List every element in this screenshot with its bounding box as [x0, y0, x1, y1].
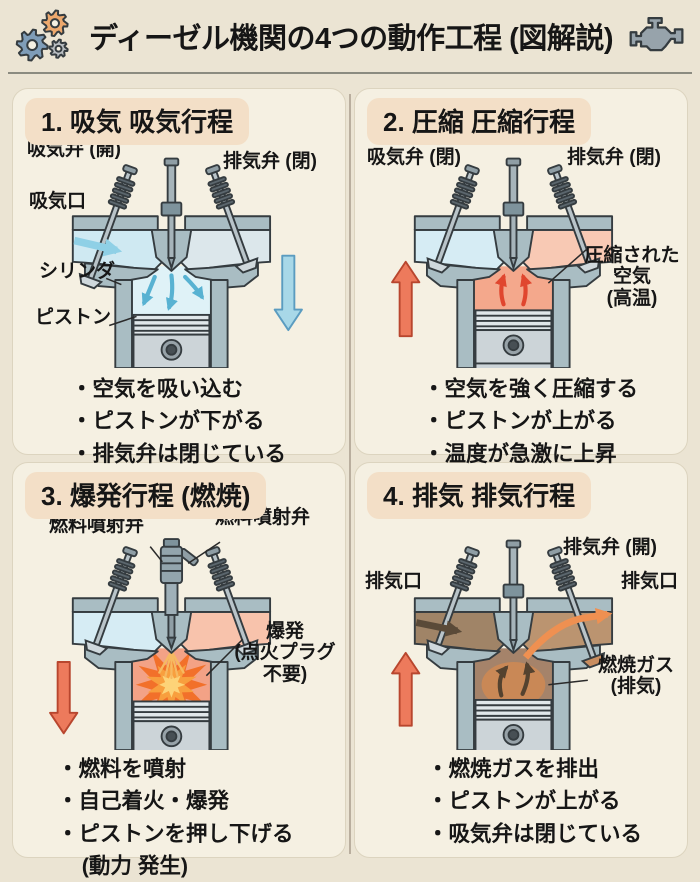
gears-icon — [12, 6, 76, 66]
engine-icon — [626, 14, 688, 58]
exhaust-bullets: ・燃焼ガスを排出 ・ピストンが上がる ・吸気弁は閉じている — [427, 753, 642, 850]
page-title: ディーゼル機関の4つの動作工程 (図解説) — [80, 15, 622, 57]
intake-engine-figure — [47, 151, 305, 368]
compressed-air-label: 圧縮された 空気 (高温) — [579, 245, 685, 309]
header-divider — [8, 72, 692, 74]
bullet-item: ・空気を強く圧縮する — [423, 373, 638, 405]
combustion-bullets: ・燃料を噴射 ・自己着火・爆発 ・ピストンを押し下げる (動力 発生) — [57, 753, 294, 882]
exhaust-valve-closed-label: 排気弁 (閉) — [223, 151, 317, 172]
intake-bullets: ・空気を吸い込む ・ピストンが下がる ・排気弁は閉じている — [71, 373, 286, 470]
intake-port-label: 吸気口 — [29, 191, 86, 212]
bullet-item: ・燃料を噴射 — [57, 753, 294, 785]
bullet-item: ・空気を吸い込む — [71, 373, 286, 405]
panel-intake: 1. 吸気 吸気行程 吸気弁 (開) 排気弁 (閉) 吸気口 シリンダ ピストン… — [12, 88, 346, 455]
panel-intake-title: 1. 吸気 吸気行程 — [25, 98, 249, 145]
bullet-item: ・排気弁は閉じている — [71, 438, 286, 470]
bullet-item: ・ピストンを押し下げる (動力 発生) — [57, 818, 294, 882]
panel-combustion: 3. 爆発行程 (燃焼) 燃料噴射弁 燃料噴射弁 爆発 (点火プラグ 不要) ・… — [12, 462, 346, 858]
bullet-item: ・ピストンが上がる — [423, 405, 638, 437]
bullet-item: ・燃焼ガスを排出 — [427, 753, 642, 785]
header: ディーゼル機関の4つの動作工程 (図解説) — [0, 0, 700, 72]
bullet-item: ・ピストンが上がる — [427, 785, 642, 817]
exhaust-valve-open-label: 排気弁 (開) — [563, 537, 657, 558]
panel-combustion-title: 3. 爆発行程 (燃焼) — [25, 472, 266, 519]
intake-valve-closed-label: 吸気弁 (閉) — [367, 147, 461, 168]
panel-compression: 2. 圧縮 圧縮行程 吸気弁 (閉) 排気弁 (閉) 圧縮された 空気 (高温)… — [354, 88, 688, 455]
bullet-item: ・温度が急激に上昇 — [423, 438, 638, 470]
piston-label: ピストン — [35, 307, 111, 328]
compression-bullets: ・空気を強く圧縮する ・ピストンが上がる ・温度が急激に上昇 — [423, 373, 638, 470]
bullet-item: ・ピストンが下がる — [71, 405, 286, 437]
exhaust-port-right-label: 排気口 — [621, 571, 678, 592]
panel-compression-title: 2. 圧縮 圧縮行程 — [367, 98, 591, 145]
exhaust-port-left-label: 排気口 — [365, 571, 422, 592]
exhaust-engine-figure — [389, 533, 647, 750]
combustion-gas-label: 燃焼ガス (排気) — [585, 655, 687, 698]
cylinder-label: シリンダ — [39, 261, 115, 282]
explosion-label: 爆発 (点火プラグ 不要) — [225, 621, 345, 685]
bullet-item: ・吸気弁は閉じている — [427, 818, 642, 850]
bullet-item: ・自己着火・爆発 — [57, 785, 294, 817]
column-divider — [349, 94, 351, 854]
exhaust-valve-closed-label: 排気弁 (閉) — [567, 147, 661, 168]
panel-exhaust-title: 4. 排気 排気行程 — [367, 472, 591, 519]
panel-exhaust: 4. 排気 排気行程 排気弁 (開) 排気口 排気口 燃焼ガス (排気) ・燃焼… — [354, 462, 688, 858]
